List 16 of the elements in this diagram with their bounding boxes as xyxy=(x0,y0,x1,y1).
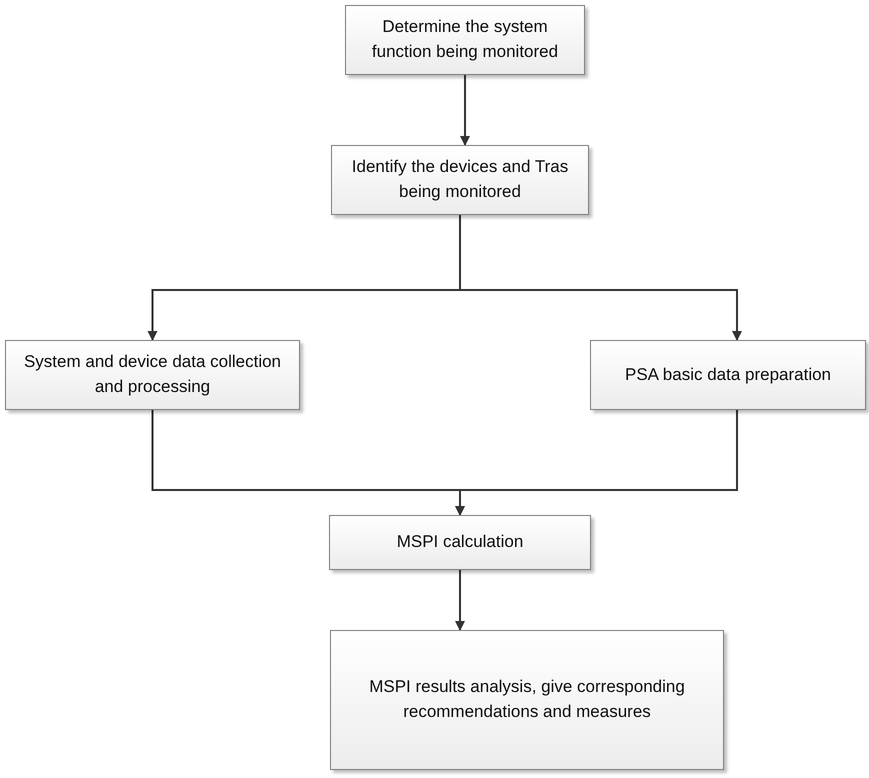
step-text: System and device data collection and processing xyxy=(22,351,282,398)
process-box xyxy=(329,515,591,570)
process-box xyxy=(590,340,866,410)
step-text: MSPI calculation xyxy=(396,531,524,554)
step-text: MSPI results analysis, give corresponding recommendations and measures xyxy=(368,676,686,723)
process-box xyxy=(331,145,589,215)
step-text: Identify the devices and Tras being monitored xyxy=(350,156,570,203)
process-box xyxy=(330,630,724,770)
process-box xyxy=(345,5,585,75)
arrow xyxy=(455,410,738,516)
process-box xyxy=(5,340,300,410)
arrow xyxy=(455,570,465,631)
arrow xyxy=(460,75,470,146)
step-text: PSA basic data preparation xyxy=(624,364,832,386)
arrow xyxy=(459,215,742,341)
step-text: Determine the system function being monitored xyxy=(370,16,560,63)
